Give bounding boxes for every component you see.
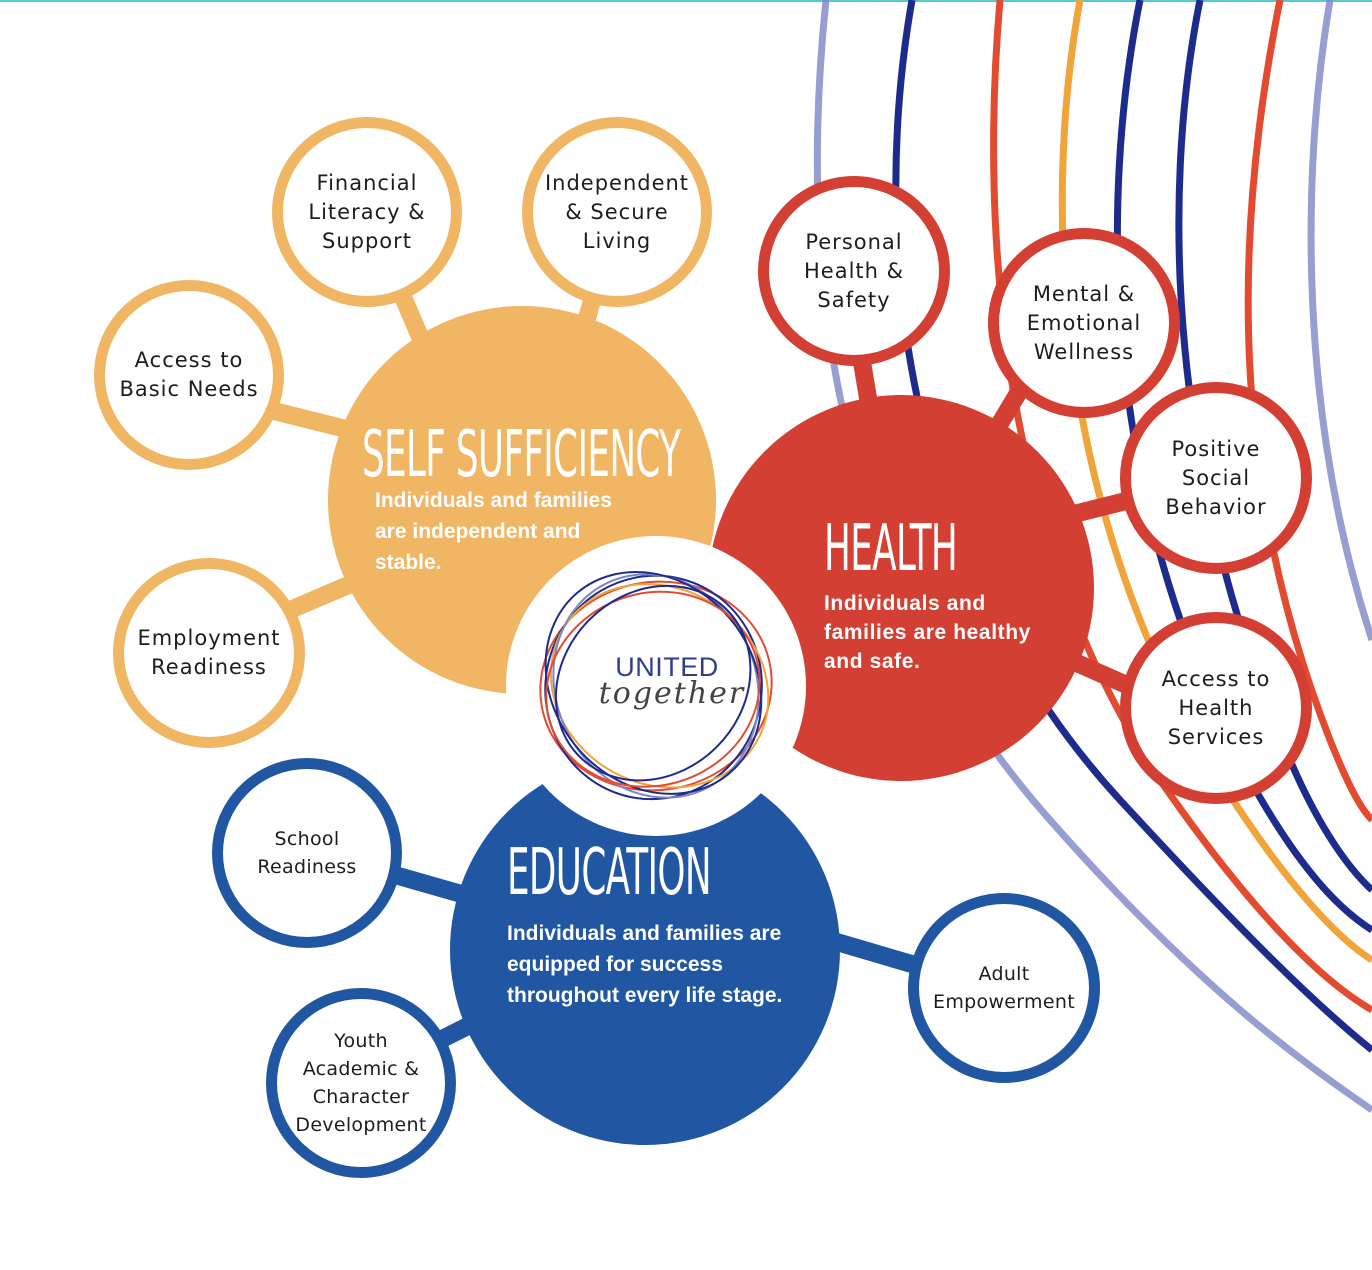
top-accent-line: [0, 0, 1372, 2]
positive-social-label: Positive Social Behavior: [1165, 436, 1267, 519]
connector-adult: [827, 931, 918, 974]
access-health-node: Access to Health Services: [1120, 612, 1312, 804]
adult-empowerment-node: Adult Empowerment: [908, 893, 1100, 1083]
logo-together-text: together: [598, 676, 746, 711]
independent-living-label: Independent & Secure Living: [544, 170, 690, 253]
education-title: EDUCATION: [507, 836, 712, 910]
personal-health-label: Personal Health & Safety: [803, 229, 904, 312]
positive-social-node: Positive Social Behavior: [1120, 382, 1312, 574]
youth-development-label: Youth Academic & Character Development: [295, 1030, 427, 1136]
self-sufficiency-description: Individuals and families are independent…: [375, 489, 612, 574]
united-together-logo: [506, 536, 806, 836]
youth-development-node: Youth Academic & Character Development: [266, 988, 456, 1178]
connector-basic-needs: [267, 401, 353, 439]
school-readiness-label: School Readiness: [257, 828, 357, 878]
health-title: HEALTH: [824, 512, 958, 586]
basic-needs-label: Access to Basic Needs: [119, 348, 259, 401]
basic-needs-node: Access to Basic Needs: [94, 280, 284, 470]
school-readiness-node: School Readiness: [212, 758, 402, 948]
connector-school: [392, 866, 468, 904]
employment-readiness-node: Employment Readiness: [113, 558, 305, 748]
health-description: Individuals and families are healthy and…: [824, 592, 1031, 673]
adult-empowerment-label: Adult Empowerment: [933, 963, 1075, 1013]
education-description: Individuals and families are equipped fo…: [507, 922, 783, 1007]
mental-wellness-label: Mental & Emotional Wellness: [1026, 281, 1142, 364]
logo-united-text: UNITED: [615, 652, 719, 682]
employment-readiness-label: Employment Readiness: [137, 626, 281, 679]
self-sufficiency-title: SELF SUFFICIENCY: [362, 418, 681, 492]
connector-positive: [1067, 491, 1133, 524]
financial-literacy-node: Financial Literacy & Support: [272, 117, 462, 307]
personal-health-node: Personal Health & Safety: [758, 176, 950, 366]
independent-living-node: Independent & Secure Living: [522, 117, 712, 307]
access-health-label: Access to Health Services: [1161, 666, 1271, 749]
mental-wellness-node: Mental & Emotional Wellness: [988, 228, 1180, 418]
financial-literacy-label: Financial Literacy & Support: [308, 170, 426, 253]
logo-rings: [539, 571, 773, 801]
